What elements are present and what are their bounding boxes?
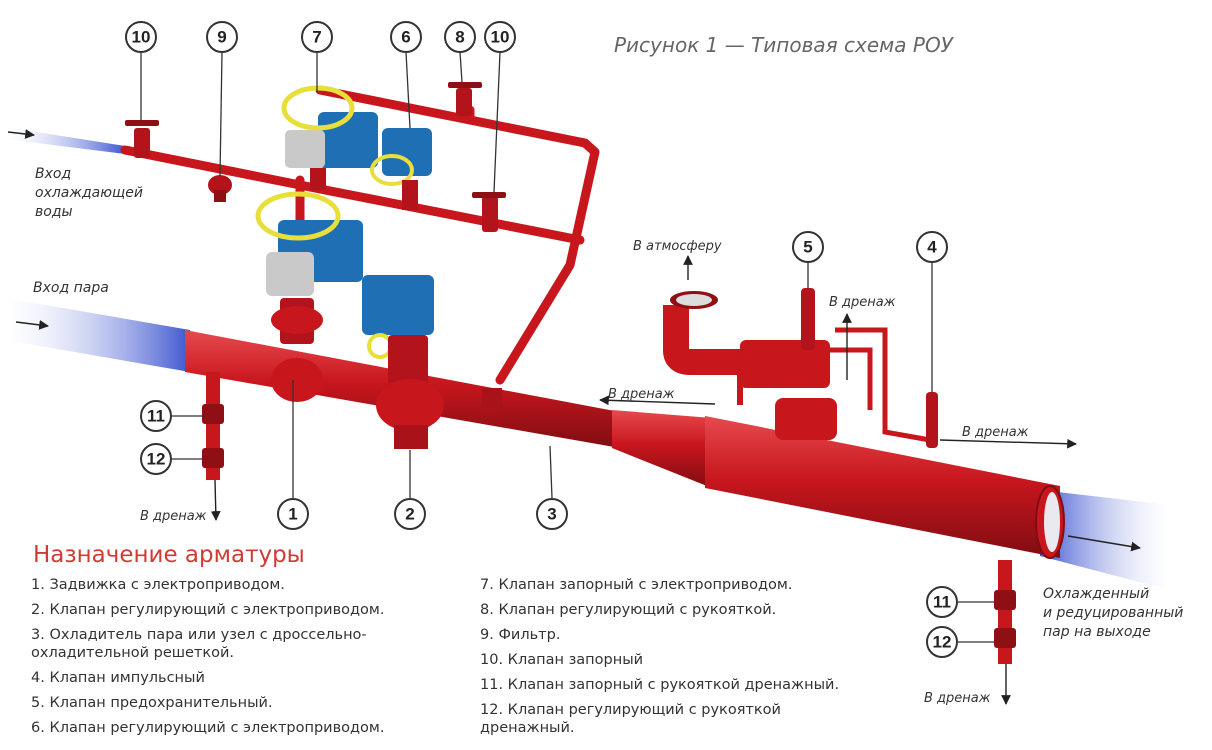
label-water-in-1: Вход bbox=[35, 166, 71, 182]
svg-text:4: 4 bbox=[927, 238, 937, 257]
label-steam-in: Вход пара bbox=[33, 280, 109, 296]
valve-6-actuator bbox=[370, 128, 432, 210]
steam-inflow bbox=[5, 298, 190, 372]
valve-7-actuator bbox=[281, 85, 378, 190]
valve-10-left bbox=[125, 120, 159, 158]
svg-text:12: 12 bbox=[933, 633, 952, 652]
svg-text:9: 9 bbox=[217, 28, 226, 47]
svg-text:2: 2 bbox=[405, 505, 414, 524]
label-drain-4: В дренаж bbox=[962, 425, 1029, 440]
legend-item-8: 8. Клапан регулирующий с рукояткой. bbox=[480, 602, 777, 618]
label-drain-mid: В дренаж bbox=[608, 387, 675, 402]
legend-item-6: 6. Клапан регулирующий с электроприводом… bbox=[31, 720, 385, 736]
svg-text:3: 3 bbox=[547, 505, 556, 524]
svg-text:11: 11 bbox=[933, 593, 951, 612]
label-drain-right: В дренаж bbox=[924, 691, 991, 706]
valve-10-right bbox=[472, 192, 506, 232]
label-water-in-2: охлаждающей bbox=[35, 185, 143, 201]
impulse-valve-4 bbox=[835, 327, 938, 448]
legend-item-4: 4. Клапан импульсный bbox=[31, 670, 205, 686]
label-steam-out-2: и редуцированный bbox=[1043, 605, 1183, 621]
callout-3: 3 bbox=[536, 498, 568, 530]
legend-item-2: 2. Клапан регулирующий с электроприводом… bbox=[31, 602, 385, 618]
label-drain-5: В дренаж bbox=[829, 295, 896, 310]
callout-12-left: 12 bbox=[140, 443, 172, 475]
safety-valve-5 bbox=[663, 288, 873, 440]
svg-text:8: 8 bbox=[455, 28, 464, 47]
figure-title: Рисунок 1 — Типовая схема РОУ bbox=[614, 33, 955, 57]
legend-item-9: 9. Фильтр. bbox=[480, 627, 561, 643]
water-inflow bbox=[5, 127, 125, 154]
callout-11-left: 11 bbox=[140, 400, 172, 432]
gate-valve-1 bbox=[255, 191, 363, 402]
legend-right-column: 7. Клапан запорный с электроприводом. 8.… bbox=[480, 576, 900, 744]
label-atmosphere: В атмосферу bbox=[633, 239, 722, 254]
legend-item-1: 1. Задвижка с электроприводом. bbox=[31, 577, 285, 593]
callout-5: 5 bbox=[792, 231, 824, 263]
svg-text:7: 7 bbox=[312, 28, 321, 47]
legend-title: Назначение арматуры bbox=[33, 542, 305, 568]
callout-10-left: 10 bbox=[125, 21, 157, 53]
callout-7: 7 bbox=[301, 21, 333, 53]
callout-4: 4 bbox=[916, 231, 948, 263]
label-steam-out-1: Охлажденный bbox=[1043, 586, 1149, 602]
svg-text:10: 10 bbox=[132, 28, 151, 47]
callout-1: 1 bbox=[277, 498, 309, 530]
legend-item-3: 3. Охладитель пара или узел с дроссельно… bbox=[31, 627, 367, 661]
legend-item-11: 11. Клапан запорный с рукояткой дренажны… bbox=[480, 677, 840, 693]
callout-10-right: 10 bbox=[484, 21, 516, 53]
legend-item-12: 12. Клапан регулирующий с рукояткой дрен… bbox=[480, 702, 781, 736]
legend-item-5: 5. Клапан предохранительный. bbox=[31, 695, 273, 711]
callout-6: 6 bbox=[390, 21, 422, 53]
legend-item-10: 10. Клапан запорный bbox=[480, 652, 644, 668]
drain-valves-right bbox=[994, 560, 1016, 664]
legend-item-7: 7. Клапан запорный с электроприводом. bbox=[480, 577, 793, 593]
control-valve-2 bbox=[362, 275, 444, 449]
label-water-in-3: воды bbox=[35, 204, 73, 220]
valve-8 bbox=[448, 82, 482, 116]
svg-text:1: 1 bbox=[288, 505, 297, 524]
svg-text:5: 5 bbox=[803, 238, 812, 257]
callout-2: 2 bbox=[394, 498, 426, 530]
drain-valves-left bbox=[202, 372, 224, 480]
svg-text:11: 11 bbox=[147, 407, 165, 426]
callout-12-right: 12 bbox=[926, 626, 958, 658]
label-steam-out-3: пар на выходе bbox=[1043, 624, 1151, 640]
leader-lines bbox=[140, 51, 994, 643]
svg-text:6: 6 bbox=[401, 28, 410, 47]
callout-9: 9 bbox=[206, 21, 238, 53]
callout-8: 8 bbox=[444, 21, 476, 53]
filter-9 bbox=[208, 175, 232, 202]
flow-arrows bbox=[7, 129, 1141, 705]
legend-left-column: 1. Задвижка с электроприводом. 2. Клапан… bbox=[31, 576, 451, 744]
steam-outflow bbox=[1040, 490, 1170, 590]
label-drain-left: В дренаж bbox=[140, 509, 207, 524]
svg-text:12: 12 bbox=[147, 450, 166, 469]
callout-11-right: 11 bbox=[926, 586, 958, 618]
svg-text:10: 10 bbox=[491, 28, 510, 47]
